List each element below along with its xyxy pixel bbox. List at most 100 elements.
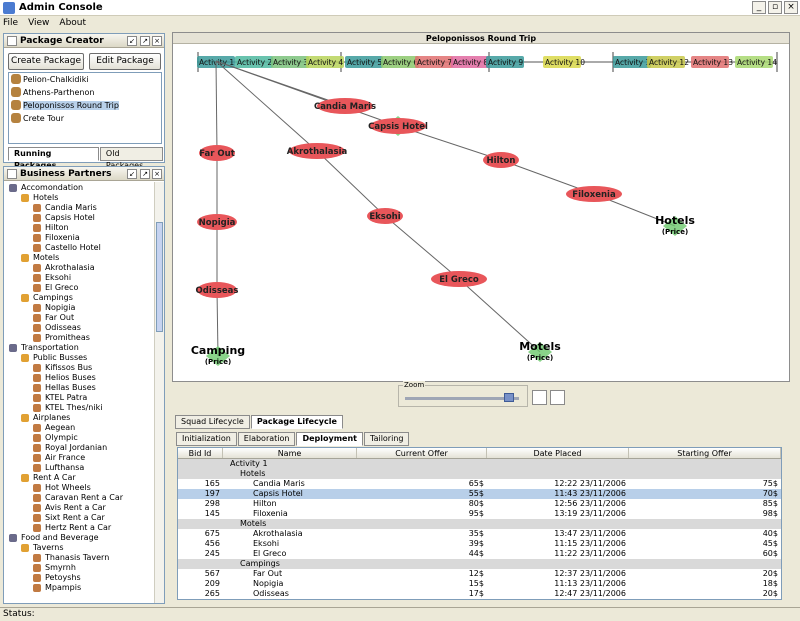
tab-running-packages[interactable]: Running Packages <box>8 147 99 170</box>
minimize-panel-icon[interactable]: ↙ <box>127 169 137 179</box>
col-date-placed[interactable]: Date Placed <box>487 448 629 458</box>
tree-node[interactable]: Airplanes <box>7 413 157 423</box>
package-item-selected[interactable]: Peloponissos Round Trip <box>9 99 161 112</box>
close-panel-icon[interactable]: × <box>152 169 162 179</box>
activity-marker[interactable] <box>271 56 309 68</box>
tab-package-lifecycle[interactable]: Package Lifecycle <box>250 415 343 429</box>
tree-node[interactable]: Sixt Rent a Car <box>7 513 157 523</box>
tree-node[interactable]: Far Out <box>7 313 157 323</box>
tree-node[interactable]: Candia Maris <box>7 203 157 213</box>
menu-file[interactable]: File <box>3 18 19 28</box>
tree-node[interactable]: Mpampis <box>7 583 157 593</box>
package-item[interactable]: Pelion-Chalkidiki <box>9 73 161 86</box>
activity-marker[interactable] <box>543 56 581 68</box>
tree-node[interactable]: Odisseas <box>7 323 157 333</box>
package-item[interactable]: Crete Tour <box>9 112 161 125</box>
tab-old-packages[interactable]: Old Packages <box>99 147 163 170</box>
tree-node[interactable]: Promitheas <box>7 333 157 343</box>
minimize-panel-icon[interactable]: ↙ <box>127 36 137 46</box>
graph-node[interactable] <box>317 98 373 114</box>
scrollbar-thumb[interactable] <box>156 222 163 332</box>
tree-node[interactable]: Transportation <box>7 343 157 353</box>
tree-node[interactable]: Hellas Buses <box>7 383 157 393</box>
tree-node[interactable]: KTEL Thes/niki <box>7 403 157 413</box>
tree-node[interactable]: Rent A Car <box>7 473 157 483</box>
tree-node[interactable]: Castello Hotel <box>7 243 157 253</box>
activity-marker[interactable] <box>381 56 419 68</box>
activity-marker[interactable] <box>415 56 453 68</box>
tree-node[interactable]: Olympic <box>7 433 157 443</box>
tree-node[interactable]: Hot Wheels <box>7 483 157 493</box>
tree-node[interactable]: Air France <box>7 453 157 463</box>
tree-node[interactable]: Taverns <box>7 543 157 553</box>
zoom-slider-handle[interactable] <box>504 393 514 402</box>
tree-node[interactable]: Capsis Hotel <box>7 213 157 223</box>
tree-node[interactable]: Smyrnh <box>7 563 157 573</box>
tree-node[interactable]: Food and Beverage <box>7 533 157 543</box>
activity-marker[interactable] <box>306 56 344 68</box>
tree-node[interactable]: Caravan Rent a Car <box>7 493 157 503</box>
tree-node[interactable]: Hilton <box>7 223 157 233</box>
col-name[interactable]: Name <box>223 448 357 458</box>
tree-node[interactable]: Aegean <box>7 423 157 433</box>
maximize-panel-icon[interactable]: ↗ <box>140 169 150 179</box>
table-group-row[interactable]: Campings <box>178 559 781 569</box>
menu-about[interactable]: About <box>59 18 87 28</box>
tab-elaboration[interactable]: Elaboration <box>237 432 296 446</box>
maximize-panel-icon[interactable]: ↗ <box>140 36 150 46</box>
tree-node[interactable]: Accomondation <box>7 183 157 193</box>
activity-marker[interactable] <box>647 56 685 68</box>
tree-node[interactable]: Filoxenia <box>7 233 157 243</box>
tree-node[interactable]: Lufthansa <box>7 463 157 473</box>
reset-view-icon[interactable] <box>550 390 565 405</box>
tree-node[interactable]: Thanasis Tavern <box>7 553 157 563</box>
package-item[interactable]: Athens-Parthenon <box>9 86 161 99</box>
tree-node[interactable]: Royal Jordanian <box>7 443 157 453</box>
tree-node[interactable]: Hertz Rent a Car <box>7 523 157 533</box>
edit-package-button[interactable]: Edit Package <box>89 53 161 70</box>
activity-marker[interactable] <box>613 56 651 68</box>
tree-scrollbar[interactable] <box>154 182 164 603</box>
col-starting-offer[interactable]: Starting Offer <box>629 448 781 458</box>
graph-node[interactable] <box>370 118 426 134</box>
graph-node[interactable] <box>289 143 345 159</box>
menu-view[interactable]: View <box>28 18 50 28</box>
activity-marker[interactable] <box>486 56 524 68</box>
table-group-row[interactable]: Motels <box>178 519 781 529</box>
tree-node[interactable]: Nopigia <box>7 303 157 313</box>
tree-node[interactable]: Eksohi <box>7 273 157 283</box>
graph-node[interactable] <box>566 186 622 202</box>
tree-node[interactable]: Hotels <box>7 193 157 203</box>
zoom-track[interactable] <box>405 397 519 400</box>
tree-node[interactable]: Avis Rent a Car <box>7 503 157 513</box>
graph-node[interactable] <box>197 214 237 230</box>
activity-marker[interactable] <box>451 56 489 68</box>
tab-initialization[interactable]: Initialization <box>176 432 237 446</box>
activity-marker[interactable] <box>345 56 383 68</box>
graph-node[interactable] <box>367 208 403 224</box>
tab-deployment[interactable]: Deployment <box>296 432 363 446</box>
tree-node[interactable]: Public Busses <box>7 353 157 363</box>
fit-graph-icon[interactable] <box>532 390 547 405</box>
minimize-icon[interactable]: _ <box>752 1 766 14</box>
tree-node[interactable]: Petoyshs <box>7 573 157 583</box>
graph-node[interactable] <box>431 271 487 287</box>
tree-node[interactable]: KTEL Patra <box>7 393 157 403</box>
activity-marker[interactable] <box>735 56 773 68</box>
create-package-button[interactable]: Create Package <box>8 53 84 70</box>
maximize-icon[interactable]: ▫ <box>768 1 782 14</box>
activity-marker[interactable] <box>691 56 729 68</box>
activity-marker[interactable] <box>235 56 273 68</box>
close-panel-icon[interactable]: × <box>152 36 162 46</box>
graph-node[interactable] <box>483 152 519 168</box>
